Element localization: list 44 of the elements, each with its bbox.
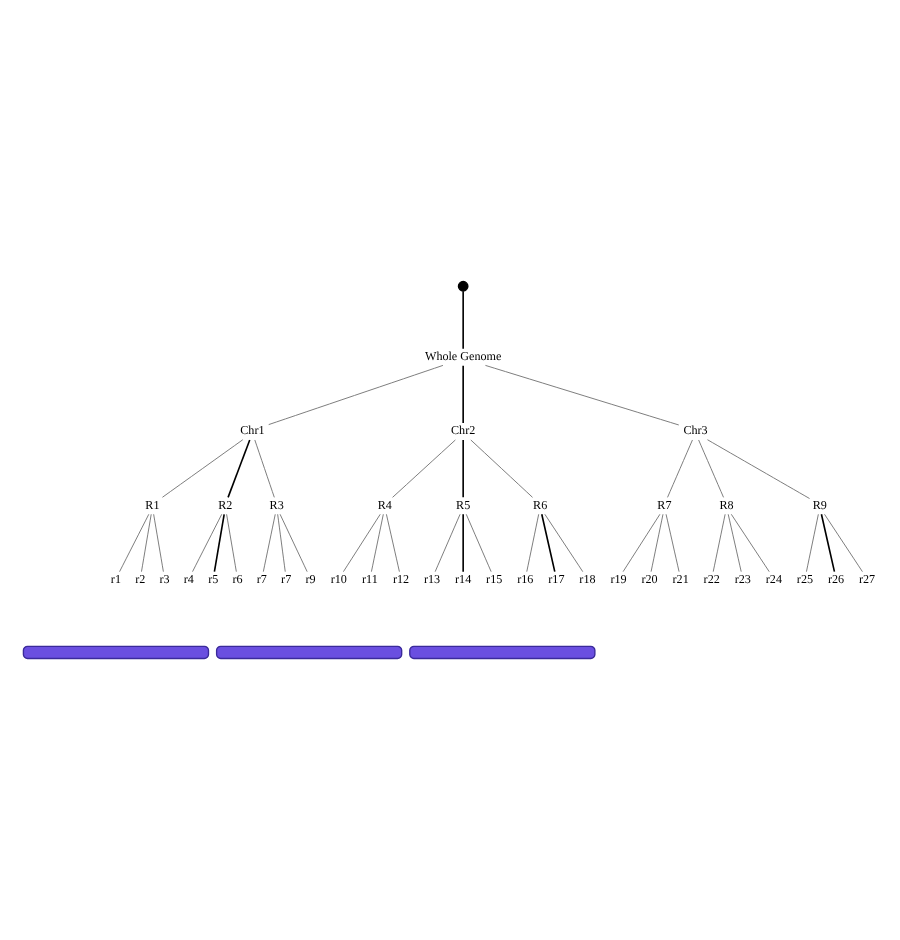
connector — [823, 513, 862, 573]
connector — [819, 513, 835, 573]
connector — [384, 513, 399, 573]
connector — [461, 364, 463, 424]
connector — [697, 439, 723, 498]
connector — [212, 513, 224, 573]
connector — [461, 439, 463, 499]
connector — [118, 513, 149, 573]
connector — [469, 439, 532, 498]
connector — [226, 439, 250, 499]
connector — [705, 439, 809, 499]
connector — [341, 513, 380, 573]
connector — [369, 513, 383, 573]
connector — [461, 513, 463, 573]
connector — [160, 439, 243, 498]
connector — [483, 364, 679, 426]
connector — [464, 513, 491, 573]
connector — [461, 290, 463, 350]
connector — [711, 513, 725, 573]
node-bar — [214, 645, 402, 660]
connector — [278, 513, 307, 573]
node-bar — [408, 645, 595, 660]
connector — [649, 513, 663, 573]
node-circle — [456, 280, 468, 292]
connector — [804, 513, 818, 573]
connector — [267, 364, 443, 426]
connector — [666, 439, 692, 498]
connector — [253, 439, 274, 498]
connector — [391, 439, 455, 498]
connector — [621, 513, 660, 573]
connector — [543, 513, 583, 573]
connector — [152, 513, 163, 573]
connector — [225, 513, 236, 573]
connector — [261, 513, 275, 573]
connector — [525, 513, 539, 573]
connector — [664, 513, 679, 573]
connector — [729, 513, 769, 573]
connector — [191, 513, 222, 573]
connector — [726, 513, 741, 573]
connector — [276, 513, 285, 573]
node-bar — [21, 645, 209, 660]
connector — [433, 513, 460, 573]
connector — [140, 513, 151, 573]
connector — [539, 513, 555, 573]
